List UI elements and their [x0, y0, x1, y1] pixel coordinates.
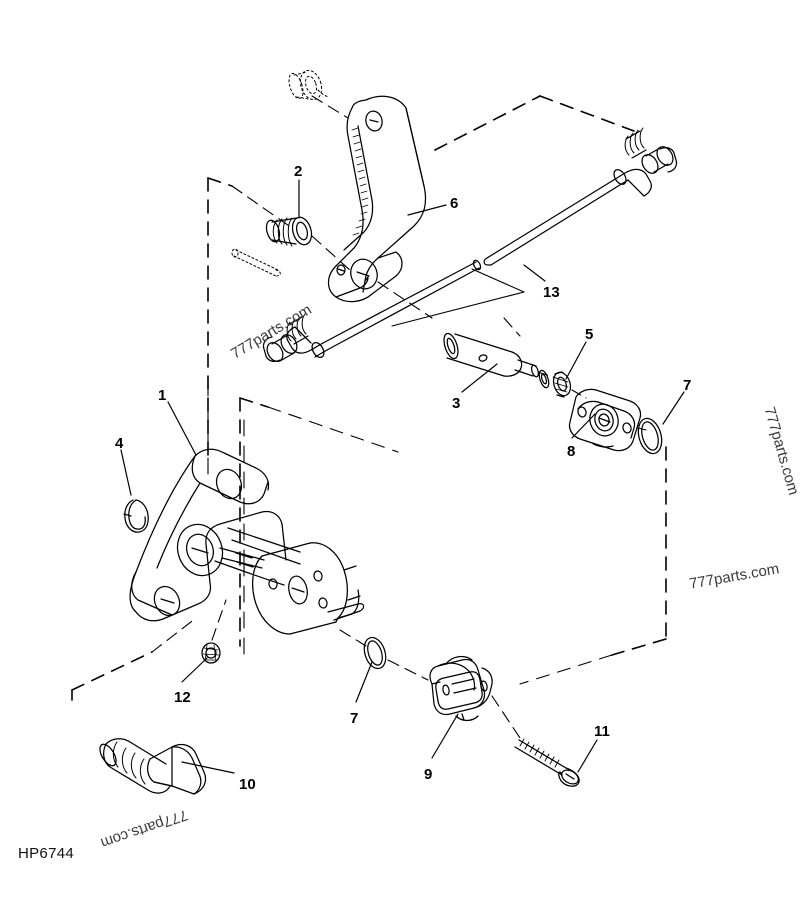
leader-line-5	[565, 341, 587, 380]
callout-number-2: 2	[294, 163, 303, 180]
part-hex-bolt	[99, 738, 207, 795]
callout-number-12: 12	[174, 689, 191, 706]
part-link-rod-upper	[483, 127, 678, 266]
part-pin-phantom	[231, 248, 281, 277]
part-bell-crank-bracket	[129, 448, 301, 622]
assembly-boundary-lower	[71, 397, 667, 701]
part-o-ring-upper	[637, 417, 663, 455]
callout-number-11: 11	[594, 723, 610, 740]
part-bearing-housing	[568, 388, 642, 452]
leader-line-4	[120, 449, 132, 496]
callout-number-9: 9	[424, 766, 433, 783]
leader-line-7b	[355, 661, 373, 703]
explosion-axis-lines	[151, 95, 647, 739]
callout-number-5: 5	[585, 326, 594, 343]
leader-line-8	[571, 413, 596, 439]
part-cap-screw	[514, 738, 580, 787]
part-retainer-nut	[552, 371, 572, 398]
part-washer-small	[538, 369, 550, 389]
leader-13-branch	[391, 268, 525, 327]
leader-line-12	[181, 657, 208, 683]
leader-line-6	[407, 204, 447, 216]
leader-line-3	[461, 363, 498, 393]
callout-number-1: 1	[158, 387, 167, 404]
leader-line-10	[181, 761, 235, 774]
part-lock-nut	[201, 642, 221, 664]
part-center-hub	[219, 542, 365, 635]
callout-number-6: 6	[450, 195, 459, 212]
part-bearing-block	[429, 655, 493, 722]
assembly-boundary-upper	[207, 95, 635, 456]
part-lever-arm	[327, 95, 427, 303]
callout-number-4: 4	[115, 435, 124, 452]
part-snap-ring	[123, 499, 149, 533]
callout-number-7b: 7	[350, 710, 359, 727]
leader-line-1	[167, 401, 197, 456]
part-number-label: HP6744	[18, 845, 75, 862]
part-bushing	[265, 216, 313, 247]
part-bushing-phantom	[288, 69, 330, 101]
callout-number-10: 10	[239, 776, 256, 793]
callout-number-13: 13	[543, 284, 560, 301]
callout-leaders	[120, 179, 685, 774]
part-spacer-shaft	[443, 332, 540, 378]
leader-line-13	[523, 264, 546, 282]
callout-number-3: 3	[452, 395, 461, 412]
part-link-rod-lower	[262, 259, 482, 362]
callout-number-8: 8	[567, 443, 576, 460]
leader-line-9	[431, 713, 459, 759]
leader-line-7	[662, 391, 685, 425]
leader-line-11	[577, 739, 598, 773]
part-o-ring-lower	[363, 636, 387, 670]
callout-number-7: 7	[683, 377, 692, 394]
